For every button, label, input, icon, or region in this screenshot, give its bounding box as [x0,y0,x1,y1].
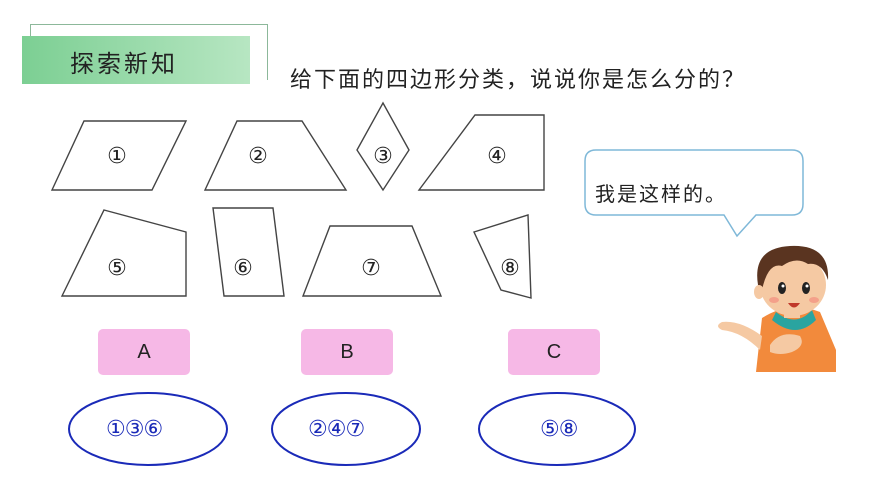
shape-3 [356,101,410,192]
shape-4 [417,114,545,191]
category-c-label: C [508,329,600,375]
shape-1 [50,120,188,191]
title-banner [22,36,250,84]
shape-4-label: ④ [487,144,507,169]
category-b-members: ②④⑦ [308,417,365,442]
shape-6 [212,207,285,297]
shape-2 [203,120,348,191]
shape-8 [473,214,532,299]
category-a-label: A [98,329,190,375]
shape-5 [60,209,187,297]
shape-5-label: ⑤ [107,256,127,281]
section-title: 探索新知 [70,50,178,78]
shape-3-label: ③ [373,144,393,169]
answer-ring-b [271,392,421,466]
shape-6-label: ⑥ [233,256,253,281]
shape-1-label: ① [107,144,127,169]
category-a-members: ①③⑥ [106,417,163,442]
answer-ring-c [478,392,636,466]
shape-2-label: ② [248,144,268,169]
shape-8-label: ⑧ [500,256,520,281]
shape-7-label: ⑦ [361,256,381,281]
speech-bubble-text: 我是这样的。 [595,182,727,206]
answer-ring-a [68,392,228,466]
speech-bubble [584,149,804,238]
shape-7 [301,225,443,297]
category-b-label: B [301,329,393,375]
question-text: 给下面的四边形分类，说说你是怎么分的？ [290,68,747,93]
category-c-members: ⑤⑧ [540,417,578,442]
boy-illustration [718,245,836,372]
